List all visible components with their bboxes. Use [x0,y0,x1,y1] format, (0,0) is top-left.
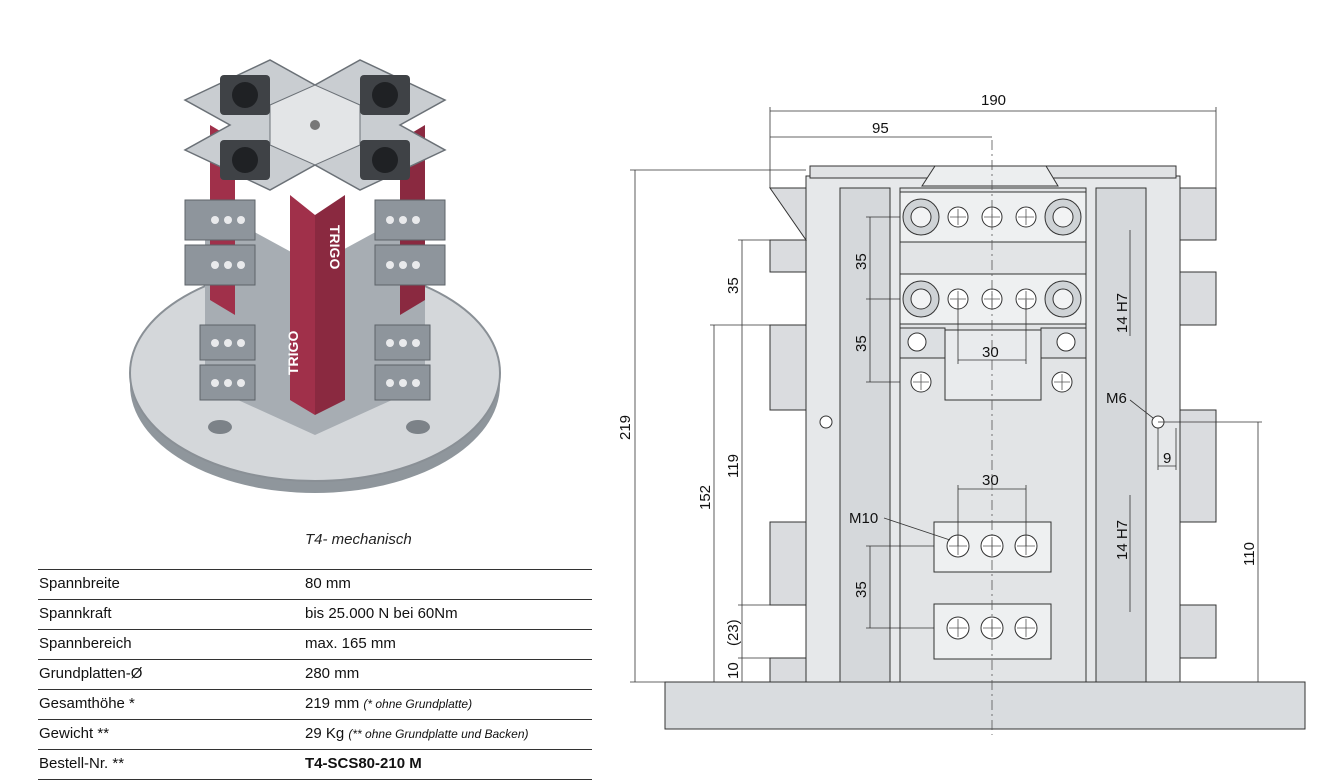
thread-m10: M10 [849,510,878,527]
brand-label-2: TRIGO [285,331,301,375]
table-row: Spannbreite 80 mm [38,569,592,599]
dim-10: 10 [725,662,742,679]
dim-95: 95 [872,120,889,137]
spec-label: Bestell-Nr. ** [39,755,125,772]
order-number: T4-SCS80-210 M [305,755,422,772]
table-row: Gesamthöhe * 219 mm (* ohne Grundplatte) [38,689,592,719]
dim-35-top: 35 [853,253,870,270]
dim-23: (23) [725,619,742,646]
technical-drawing: 190 95 219 152 119 35 (23) 10 35 35 35 3… [617,92,1306,735]
spec-label: Grundplatten-Ø [39,665,143,682]
dim-35-left: 35 [725,277,742,294]
spec-value: 219 mm (* ohne Grundplatte) [305,695,473,712]
product-image: TRIGO TRIGO [129,59,501,493]
spec-value: max. 165 mm [305,635,396,652]
brand-label: TRIGO [327,225,343,269]
dim-110: 110 [1241,542,1258,566]
dim-219: 219 [617,415,634,440]
spec-label: Spannkraft [39,605,112,622]
spec-note: (* ohne Grundplatte) [363,697,473,711]
table-row: Gewicht ** 29 Kg (** ohne Grundplatte un… [38,719,592,749]
spec-value: 280 mm [305,665,360,682]
spec-value: bis 25.000 N bei 60Nm [305,605,458,622]
spec-table: Spannbreite 80 mm Spannkraft bis 25.000 … [38,569,592,780]
dim-30-top: 30 [982,344,999,361]
spec-label: Spannbereich [39,635,132,652]
dim-35-mid: 35 [853,335,870,352]
spec-value: 80 mm [305,575,351,592]
spec-label: Spannbreite [39,575,120,592]
thread-m6: M6 [1106,390,1127,407]
tolerance-14h7-top: 14 H7 [1114,293,1131,333]
spec-note: (** ohne Grundplatte und Backen) [348,727,529,741]
dim-119: 119 [725,454,742,478]
dim-30-bottom: 30 [982,472,999,489]
table-row: Spannkraft bis 25.000 N bei 60Nm [38,599,592,629]
spec-label: Gesamthöhe * [39,695,135,712]
product-caption: T4- mechanisch [305,531,412,548]
tolerance-14h7-bottom: 14 H7 [1114,520,1131,560]
dim-9: 9 [1163,450,1171,467]
table-row: Grundplatten-Ø 280 mm [38,659,592,689]
dim-35-bottom: 35 [853,581,870,598]
spec-label: Gewicht ** [39,725,110,742]
table-row: Bestell-Nr. ** T4-SCS80-210 M [38,749,592,780]
table-row: Spannbereich max. 165 mm [38,629,592,659]
dim-152: 152 [697,485,714,510]
dim-190: 190 [981,92,1006,109]
spec-value: 29 Kg (** ohne Grundplatte und Backen) [305,725,529,742]
